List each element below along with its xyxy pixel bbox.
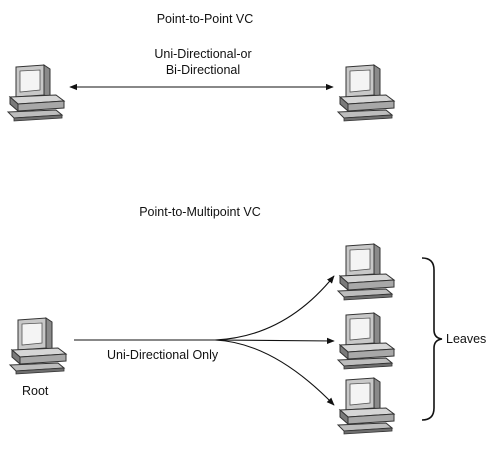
p2p-right-computer: [337, 64, 395, 122]
p2p-direction-line1: Uni-Directional-or: [154, 47, 252, 61]
computer-icon: [337, 243, 395, 301]
p2mp-title: Point-to-Multipoint VC: [139, 205, 261, 219]
leaves-brace: [421, 257, 443, 421]
computer-icon: [337, 312, 395, 370]
p2p-left-computer: [7, 64, 65, 122]
p2p-direction-line2: Bi-Directional: [165, 63, 241, 77]
branch-arrow-leaf-3: [214, 339, 335, 406]
root-computer: [9, 317, 67, 375]
computer-icon: [337, 377, 395, 435]
leaf-computer-2: [337, 312, 395, 370]
p2mp-direction-label: Uni-Directional Only: [107, 348, 219, 362]
computer-icon: [7, 64, 65, 122]
root-label: Root: [22, 384, 49, 398]
leaves-label: Leaves: [446, 332, 487, 346]
computer-icon: [337, 64, 395, 122]
leaf-computer-3: [337, 377, 395, 435]
leaf-computer-1: [337, 243, 395, 301]
p2p-title: Point-to-Point VC: [156, 12, 254, 26]
branch-arrow-leaf-1: [214, 275, 335, 341]
branch-arrow-leaf-2: [214, 337, 335, 345]
computer-icon: [9, 317, 67, 375]
